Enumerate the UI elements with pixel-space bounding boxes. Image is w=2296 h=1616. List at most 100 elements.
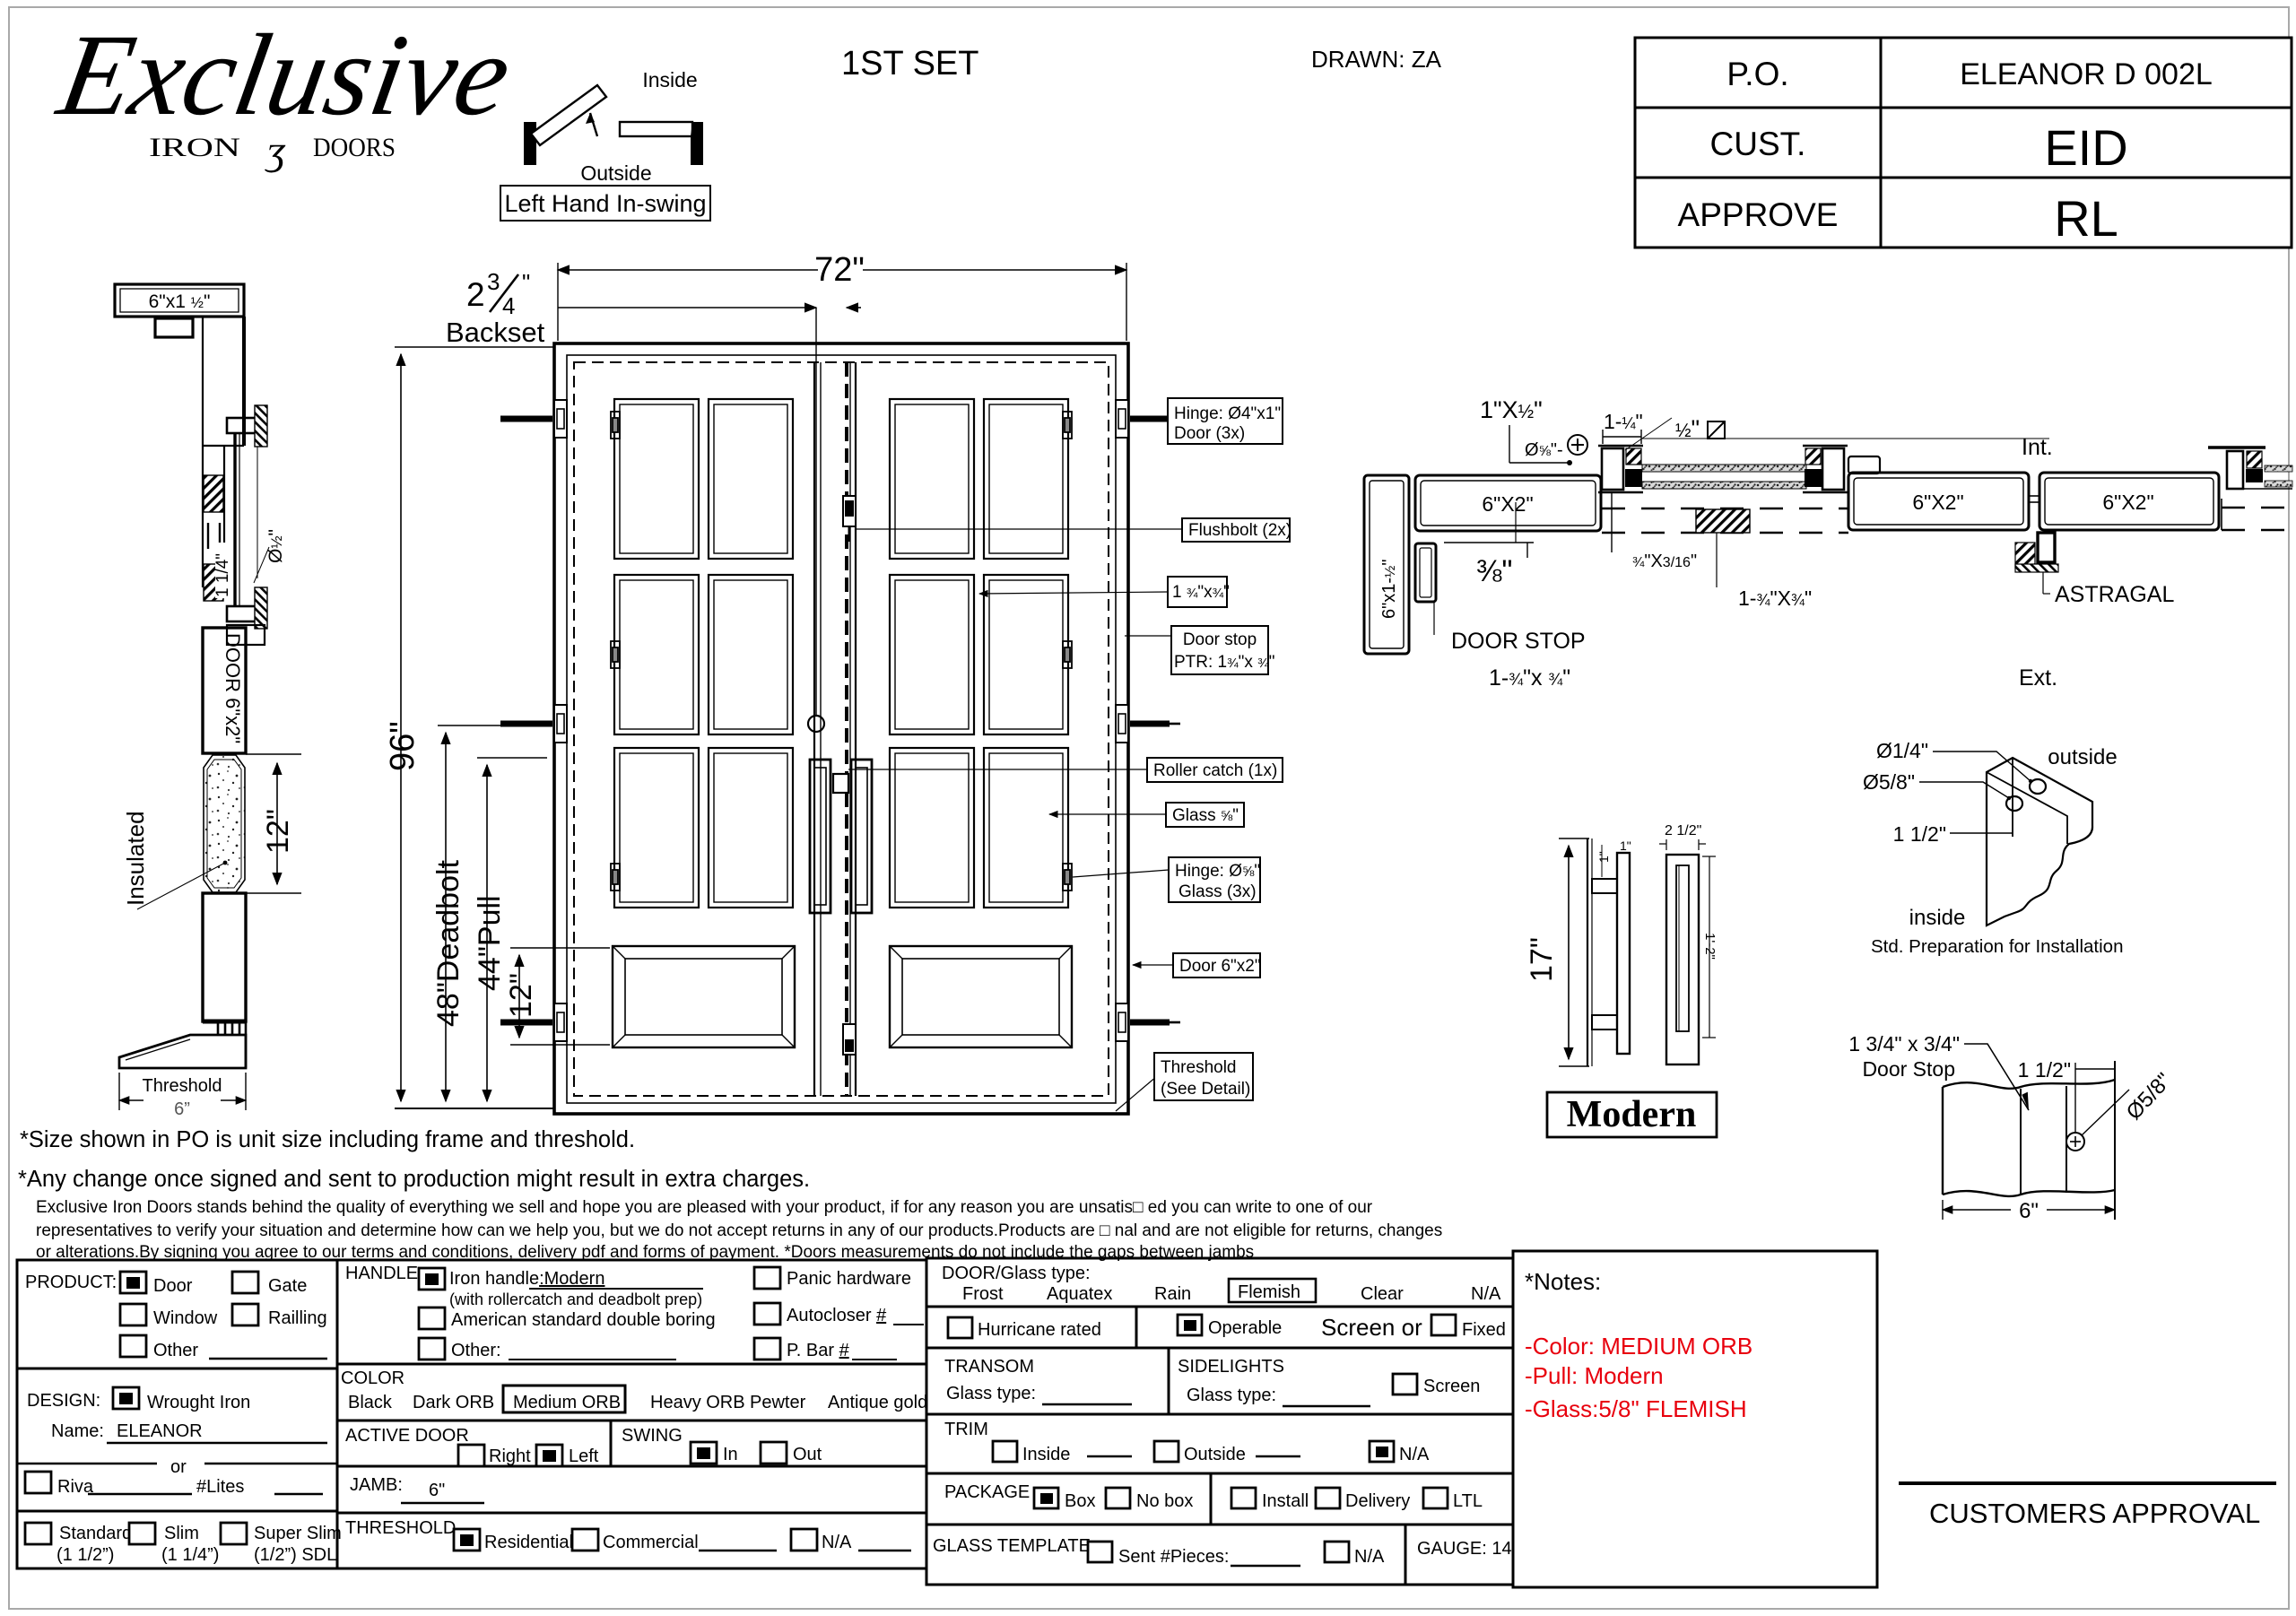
svg-text:N/A: N/A xyxy=(1399,1445,1430,1464)
svg-text:N/A: N/A xyxy=(1471,1284,1501,1304)
svg-text:": " xyxy=(522,269,530,296)
svg-text:SIDELIGHTS: SIDELIGHTS xyxy=(1178,1357,1284,1377)
svg-text:American standard double borin: American standard double boring xyxy=(451,1310,716,1330)
svg-text:Modern: Modern xyxy=(1567,1094,1697,1135)
svg-text:Dark ORB: Dark ORB xyxy=(413,1393,494,1412)
svg-text:Ø½": Ø½" xyxy=(265,529,286,563)
svg-text:3: 3 xyxy=(487,268,500,295)
svg-text:Delivery: Delivery xyxy=(1345,1491,1410,1511)
svg-text:Name:: Name: xyxy=(51,1421,104,1441)
svg-text:DOOR STOP: DOOR STOP xyxy=(1451,629,1586,654)
svg-text:Glass type:: Glass type: xyxy=(946,1384,1036,1403)
svg-text:(See Detail): (See Detail) xyxy=(1161,1080,1250,1099)
svg-text:1ST SET: 1ST SET xyxy=(841,45,978,83)
svg-text:Panic hardware: Panic hardware xyxy=(787,1269,911,1289)
svg-text:Door stop: Door stop xyxy=(1183,630,1257,649)
svg-text:1'-2": 1'-2" xyxy=(1702,933,1718,960)
svg-text:1 3/4" x 3/4": 1 3/4" x 3/4" xyxy=(1848,1032,1960,1056)
svg-text:Wrought Iron: Wrought Iron xyxy=(147,1393,250,1412)
svg-text:ELEANOR D 002L: ELEANOR D 002L xyxy=(1960,57,2213,91)
svg-text:Threshold: Threshold xyxy=(1161,1058,1237,1077)
svg-text:6"X2": 6"X2" xyxy=(1912,491,1963,514)
svg-text:2: 2 xyxy=(466,276,485,313)
svg-text:In: In xyxy=(723,1445,738,1464)
svg-text:Outside: Outside xyxy=(580,161,651,185)
svg-text:Screen or: Screen or xyxy=(1321,1314,1422,1341)
svg-text:Commercial: Commercial xyxy=(603,1533,699,1552)
svg-text:2 1/2": 2 1/2" xyxy=(1665,823,1701,838)
svg-text:Aquatex: Aquatex xyxy=(1047,1284,1112,1304)
svg-text:Insulated: Insulated xyxy=(122,811,149,906)
svg-text:(1 1/2”): (1 1/2”) xyxy=(57,1545,114,1565)
svg-text:Black: Black xyxy=(348,1393,393,1412)
svg-text:⅜": ⅜" xyxy=(1476,554,1512,588)
svg-text:*Notes:: *Notes: xyxy=(1525,1268,1601,1295)
svg-text:Inside: Inside xyxy=(642,68,697,91)
svg-text:IRON: IRON xyxy=(149,133,240,162)
svg-text:Heavy ORB: Heavy ORB xyxy=(650,1393,745,1412)
svg-text:LTL: LTL xyxy=(1453,1491,1483,1511)
svg-text:GLASS TEMPLATE: GLASS TEMPLATE xyxy=(933,1536,1091,1556)
svg-text:RL: RL xyxy=(2054,190,2118,247)
svg-text:96": 96" xyxy=(384,721,422,771)
svg-text:6": 6" xyxy=(2019,1199,2039,1223)
svg-text:Other:: Other: xyxy=(451,1341,501,1360)
svg-text:72": 72" xyxy=(814,251,865,289)
svg-text:Antique gold: Antique gold xyxy=(828,1393,927,1412)
svg-text:Pewter: Pewter xyxy=(750,1393,806,1412)
svg-text:6"x1 ½": 6"x1 ½" xyxy=(149,291,211,312)
svg-text:N/A: N/A xyxy=(1354,1547,1385,1567)
svg-text:Door (3x): Door (3x) xyxy=(1174,424,1245,443)
svg-text:inside: inside xyxy=(1909,906,1966,930)
svg-text:Iron handle:Modern: Iron handle:Modern xyxy=(449,1269,604,1289)
svg-text:6"X2": 6"X2" xyxy=(2102,491,2153,514)
svg-text:PTR: 1¾"x ¾": PTR: 1¾"x ¾" xyxy=(1174,653,1274,672)
svg-text:1": 1" xyxy=(1596,851,1611,863)
svg-text:Outside: Outside xyxy=(1184,1445,1246,1464)
svg-text:17": 17" xyxy=(1525,937,1559,982)
svg-text:EID: EID xyxy=(2044,119,2127,176)
svg-text:Box: Box xyxy=(1065,1491,1095,1511)
svg-text:COLOR: COLOR xyxy=(341,1368,404,1388)
svg-text:Flushbolt (2x): Flushbolt (2x) xyxy=(1188,521,1292,540)
svg-text:ACTIVE DOOR: ACTIVE DOOR xyxy=(345,1426,469,1446)
svg-text:Sent #Pieces:: Sent #Pieces: xyxy=(1118,1547,1229,1567)
svg-text:ʒ: ʒ xyxy=(265,127,286,173)
svg-text:Glass ⅝": Glass ⅝" xyxy=(1172,806,1239,825)
svg-text:1-¼": 1-¼" xyxy=(1604,410,1643,433)
svg-text:HANDLE: HANDLE xyxy=(345,1264,418,1283)
svg-text:48"Deadbolt: 48"Deadbolt xyxy=(431,859,465,1027)
svg-text:Gate: Gate xyxy=(268,1276,307,1296)
svg-text:¾"X3/16": ¾"X3/16" xyxy=(1632,552,1697,571)
svg-text:Fixed: Fixed xyxy=(1462,1320,1506,1340)
svg-text:Glass (3x): Glass (3x) xyxy=(1178,882,1257,901)
svg-text:ELEANOR: ELEANOR xyxy=(117,1421,203,1441)
svg-text:Railling: Railling xyxy=(268,1308,327,1328)
svg-text:DOORS: DOORS xyxy=(313,133,396,162)
svg-text:Window: Window xyxy=(153,1308,218,1328)
svg-text:Hurricane rated: Hurricane rated xyxy=(978,1320,1101,1340)
svg-text:Left Hand In-swing: Left Hand In-swing xyxy=(504,190,706,217)
svg-text:TRIM: TRIM xyxy=(944,1420,988,1439)
svg-text:6”: 6” xyxy=(174,1099,190,1119)
svg-text:No box: No box xyxy=(1136,1491,1193,1511)
svg-text:1"X½": 1"X½" xyxy=(1480,396,1543,423)
svg-text:JAMB:: JAMB: xyxy=(350,1475,403,1495)
svg-text:Std. Preparation for Installat: Std. Preparation for Installation xyxy=(1871,936,2123,957)
svg-text:12": 12" xyxy=(261,809,295,854)
svg-text:Int.: Int. xyxy=(2022,435,2053,460)
svg-text:DRAWN: ZA: DRAWN: ZA xyxy=(1311,46,1442,73)
svg-text:GAUGE: 14: GAUGE: 14 xyxy=(1417,1539,1512,1559)
svg-text:DOOR/Glass type:: DOOR/Glass type: xyxy=(942,1264,1091,1283)
svg-text:CUSTOMERS APPROVAL: CUSTOMERS APPROVAL xyxy=(1929,1498,2260,1529)
svg-text:Flemish: Flemish xyxy=(1238,1282,1300,1302)
svg-text:*Size shown in PO is unit size: *Size shown in PO is unit size including… xyxy=(20,1127,635,1152)
svg-text:Other: Other xyxy=(153,1341,198,1360)
svg-text:4: 4 xyxy=(502,292,515,319)
svg-text:1 ¾"x¾": 1 ¾"x¾" xyxy=(1172,583,1230,602)
svg-text:Ø5/8": Ø5/8" xyxy=(1863,770,1915,794)
svg-text:Threshold: Threshold xyxy=(143,1076,222,1096)
svg-text:Frost: Frost xyxy=(962,1284,1004,1304)
svg-text:1 1/2": 1 1/2" xyxy=(2018,1058,2071,1082)
svg-text:Glass type:: Glass type: xyxy=(1187,1386,1276,1405)
